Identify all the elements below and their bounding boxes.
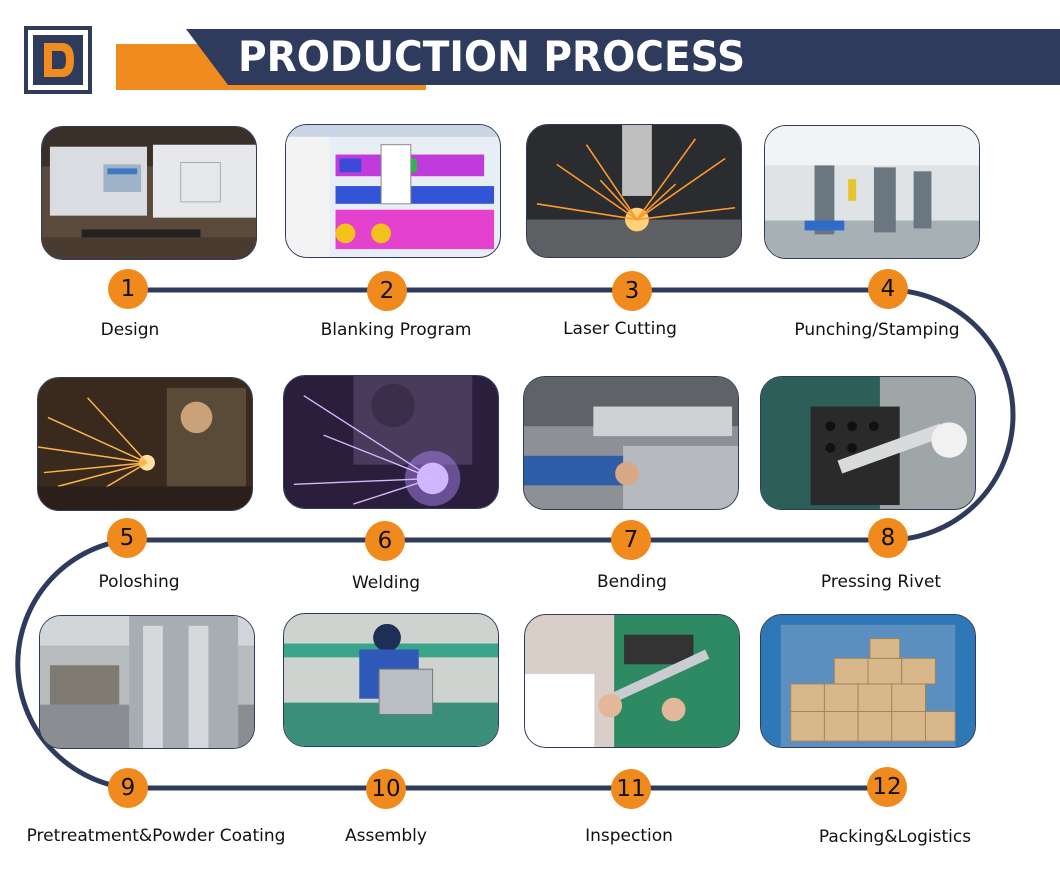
step-7-number: 7: [611, 520, 651, 560]
step-5-label: Poloshing: [98, 572, 180, 592]
step-10-label: Assembly: [345, 826, 427, 846]
step-1-photo: [41, 126, 257, 260]
company-logo: [24, 26, 92, 94]
header-navy-banner: [186, 29, 1060, 85]
step-1-number: 1: [108, 269, 148, 309]
step-8-label: Pressing Rivet: [820, 572, 942, 592]
step-12-number: 12: [867, 767, 907, 807]
step-12-photo: [760, 614, 976, 748]
step-10-number: 10: [366, 769, 406, 809]
step-1-label: Design: [100, 320, 160, 340]
step-9-number: 9: [108, 768, 148, 808]
step-4-number: 4: [868, 269, 908, 309]
step-11-number: 11: [611, 769, 651, 809]
step-9-label: Pretreatment&Powder Coating: [26, 826, 286, 846]
step-3-number: 3: [612, 271, 652, 311]
page-title: PRODUCTION PROCESS: [238, 32, 746, 81]
step-4-label: Punching/Stamping: [794, 320, 960, 340]
step-3-photo: [526, 124, 742, 258]
step-2-label: Blanking Program: [320, 320, 472, 340]
step-9-photo: [39, 615, 255, 749]
step-2-number: 2: [367, 271, 407, 311]
step-8-photo: [760, 376, 976, 510]
step-7-photo: [523, 376, 739, 510]
step-5-photo: [37, 377, 253, 511]
step-6-photo: [283, 375, 499, 509]
step-2-photo: [285, 124, 501, 258]
step-6-number: 6: [365, 521, 405, 561]
step-12-label: Packing&Logistics: [818, 827, 972, 847]
step-11-label: Inspection: [585, 826, 673, 846]
step-5-number: 5: [107, 518, 147, 558]
step-6-label: Welding: [351, 573, 421, 593]
step-7-label: Bending: [597, 572, 667, 592]
step-10-photo: [283, 613, 499, 747]
step-4-photo: [764, 125, 980, 259]
step-11-photo: [524, 614, 740, 748]
step-3-label: Laser Cutting: [563, 319, 677, 339]
step-8-number: 8: [868, 518, 908, 558]
